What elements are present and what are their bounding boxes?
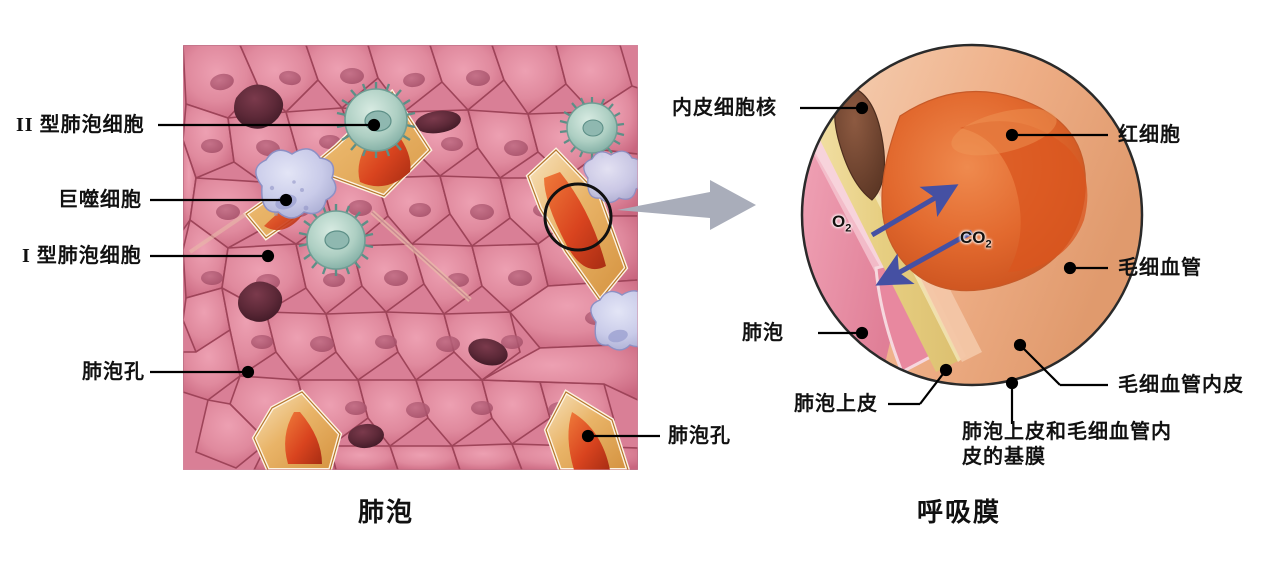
label-alveolus-right: 肺泡: [742, 322, 784, 344]
label-type-2-alveolar-cell: II 型肺泡细胞: [16, 114, 145, 136]
label-o2: O2: [832, 212, 852, 235]
label-alveolar-pore-left: 肺泡孔: [82, 361, 145, 383]
label-alveolar-epithelium: 肺泡上皮: [794, 393, 878, 415]
magnify-region-circle: [543, 182, 613, 252]
caption-alveolus: 肺泡: [358, 498, 415, 527]
label-co2: CO2: [960, 228, 992, 251]
leader-lines: [150, 101, 1108, 443]
type-2-cell-shapes: [298, 82, 625, 276]
label-red-blood-cell: 红细胞: [1118, 124, 1181, 146]
o2-arrow-icon: [870, 184, 959, 238]
zoom-arrow-icon: [617, 180, 756, 230]
gas-exchange-arrows: [870, 184, 974, 286]
alveolar-pore-shapes: [234, 84, 508, 449]
label-type-1-alveolar-cell: I 型肺泡细胞: [22, 245, 142, 267]
alveolus-artwork: [183, 45, 638, 470]
label-macrophage: 巨噬细胞: [58, 189, 142, 211]
respiratory-membrane-circle: [800, 43, 1144, 387]
caption-respiratory-membrane: 呼吸膜: [917, 498, 1002, 527]
label-alveolar-pore-right: 肺泡孔: [668, 425, 731, 447]
co2-arrow-icon: [875, 229, 974, 286]
label-basement-membrane: 肺泡上皮和毛细血管内皮的基膜: [962, 421, 1172, 468]
label-capillary-endothelium: 毛细血管内皮: [1118, 374, 1244, 396]
label-endothelial-cell-nucleus: 内皮细胞核: [672, 97, 777, 119]
label-capillary: 毛细血管: [1118, 257, 1202, 279]
